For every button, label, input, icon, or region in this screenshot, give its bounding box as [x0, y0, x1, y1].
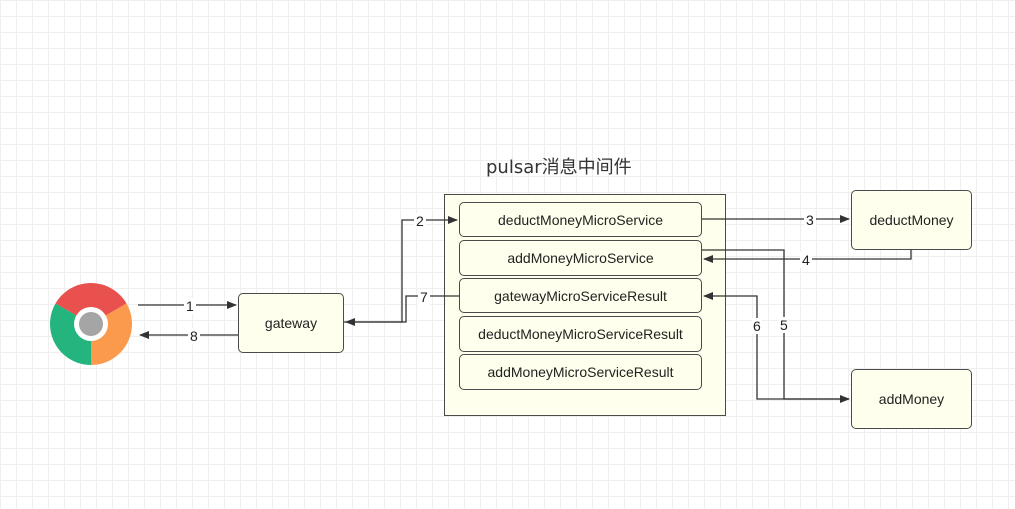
- edge-2: [344, 216, 458, 323]
- topic-deduct-money-micro-service-result[interactable]: deductMoneyMicroServiceResult: [459, 316, 702, 352]
- edge-label-7: 7: [418, 289, 430, 305]
- edge-label-5: 5: [779, 317, 789, 333]
- add-money-node[interactable]: addMoney: [851, 369, 972, 429]
- edge-label-8: 8: [188, 328, 200, 344]
- edge-label-2: 2: [414, 213, 426, 229]
- edge-label-1: 1: [184, 298, 196, 314]
- edge-6: [703, 292, 849, 400]
- topic-add-money-micro-service[interactable]: addMoneyMicroService: [459, 240, 702, 276]
- edge-label-6: 6: [752, 318, 762, 334]
- edge-4: [703, 250, 912, 263]
- topic-deduct-money-micro-service[interactable]: deductMoneyMicroService: [459, 202, 702, 237]
- edge-5: [702, 249, 850, 403]
- edge-label-4: 4: [800, 252, 812, 268]
- deduct-money-node[interactable]: deductMoney: [851, 190, 972, 250]
- topic-gateway-micro-service-result[interactable]: gatewayMicroServiceResult: [459, 278, 702, 313]
- topic-add-money-micro-service-result[interactable]: addMoneyMicroServiceResult: [459, 354, 702, 390]
- chrome-icon: [50, 283, 132, 365]
- gateway-node[interactable]: gateway: [238, 293, 344, 353]
- edge-7: [345, 295, 459, 326]
- diagram-title: pulsar消息中间件: [486, 157, 632, 178]
- edge-label-3: 3: [804, 212, 816, 228]
